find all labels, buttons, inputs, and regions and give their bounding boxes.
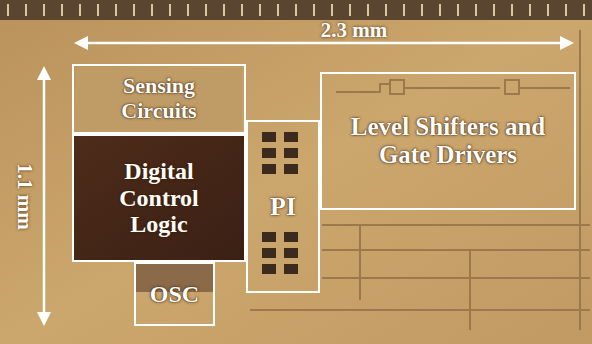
region-label: Level Shifters and Gate Drivers — [346, 113, 551, 169]
region-box: OSC — [134, 262, 215, 326]
region-label: Sensing Circuits — [84, 74, 234, 123]
dimension-label: 2.3 mm — [321, 18, 388, 43]
region-box: Sensing Circuits — [72, 64, 246, 134]
region-box: PI — [246, 120, 320, 293]
region-label: OSC — [150, 281, 199, 308]
region-label: PI — [270, 192, 296, 221]
region-label: Digital Control Logic — [94, 158, 224, 239]
region-box: Digital Control Logic — [72, 134, 246, 262]
region-box: Level Shifters and Gate Drivers — [320, 72, 576, 210]
dimension-label: 1.1 mm — [12, 163, 37, 230]
